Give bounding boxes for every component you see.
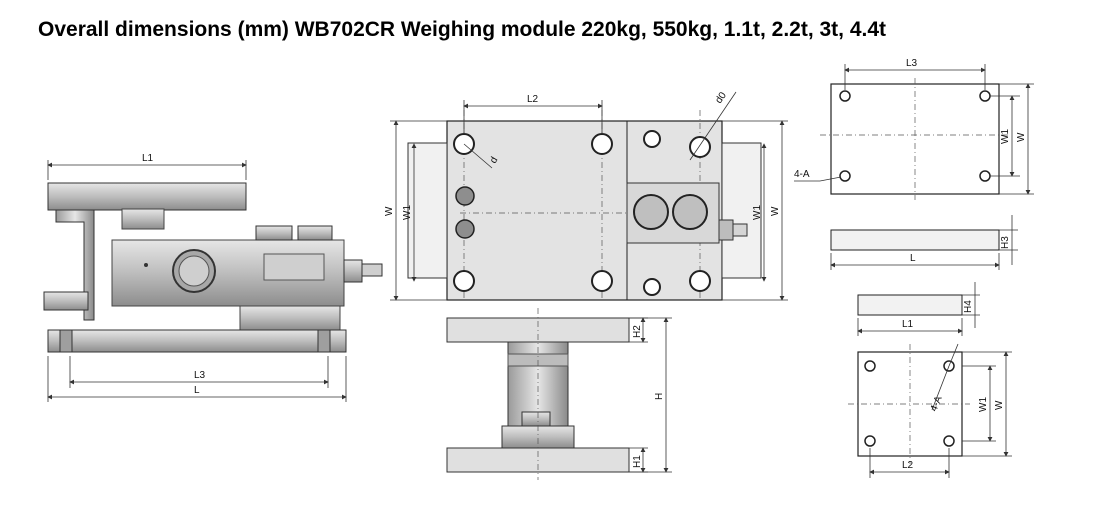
dim-label-H3: H3 [1000, 236, 1011, 249]
side-mount-block [239, 305, 341, 331]
plan-top-hole-1 [839, 90, 851, 102]
dim-label-d0-top: d0 [713, 90, 729, 106]
dim-label-L1-plate: L1 [902, 319, 914, 330]
side-bolt-3 [43, 291, 89, 311]
side-small-dot [144, 263, 148, 267]
right-bottom-plate-plan: 4-A W1 W L2 [848, 343, 1012, 478]
right-top-plate-plan: L3 W1 W 4-A [794, 58, 1034, 200]
plan-bottom-hole-4 [943, 435, 955, 447]
dim-label-H4: H4 [963, 300, 974, 313]
side-view: L1 L3 L [43, 153, 383, 402]
side-top-plate [47, 182, 247, 211]
dim-label-L-plate: L [910, 253, 916, 264]
top-view-hole-5 [643, 130, 661, 148]
dim-label-L2-top: L2 [527, 94, 539, 105]
top-view-hole-6 [643, 278, 661, 296]
top-view-flange-right [721, 142, 762, 279]
dim-label-L3-plan: L3 [906, 58, 918, 69]
side-load-cell-hole-inner [178, 255, 210, 287]
dim-label-d-top: d [488, 155, 500, 165]
right-plate-side-h3: H3 L [830, 215, 1018, 270]
top-view-hole-7 [689, 136, 711, 158]
side-bolt-1 [255, 225, 293, 241]
front-bolt-head [521, 411, 551, 427]
side-cable-gland [343, 259, 363, 283]
side-bottom-plate-edge-right [317, 329, 331, 353]
side-label-plate [263, 253, 325, 281]
dim-label-W1-plan: W1 [1000, 129, 1011, 144]
dim-label-L1-side: L1 [142, 153, 154, 164]
plan-top-hole-3 [839, 170, 851, 182]
top-view-hole-2 [591, 133, 613, 155]
top-view-hole-8 [689, 270, 711, 292]
front-view: H2 H1 H [446, 308, 672, 480]
page-title: Overall dimensions (mm) WB702CR Weighing… [38, 18, 887, 41]
dim-label-H: H [654, 393, 665, 400]
plan-top-hole-4 [979, 170, 991, 182]
dim-label-W1-bottom: W1 [978, 397, 989, 412]
dim-label-W-plan: W [1016, 132, 1027, 142]
dim-label-W-top-left: W [384, 206, 395, 216]
dim-label-W-bottom: W [994, 400, 1005, 410]
right-plate-side-h4: H4 L1 [857, 282, 980, 336]
side-cable [361, 263, 383, 277]
dim-label-W1-top-left: W1 [402, 205, 413, 220]
side-support-block [121, 208, 165, 230]
top-view-cell-bolt-2 [672, 194, 708, 230]
side-bottom-plate [47, 329, 347, 353]
top-view-hole-3 [453, 270, 475, 292]
plan-bottom-hole-3 [864, 435, 876, 447]
plate-side-h4 [857, 294, 963, 316]
dim-label-W1-top-right: W1 [752, 205, 763, 220]
dim-label-H2: H2 [632, 325, 643, 338]
dim-label-H1: H1 [632, 455, 643, 468]
dim-label-L-side: L [194, 385, 200, 396]
top-view: L2 d d0 W W1 W W1 [384, 90, 788, 301]
top-view-cable [732, 223, 748, 237]
plan-top-hole-2 [979, 90, 991, 102]
top-view-cell-bolt-1 [633, 194, 669, 230]
top-view-bolt-2 [455, 219, 475, 239]
plan-bottom-hole-1 [864, 360, 876, 372]
dim-label-L3-side: L3 [194, 370, 206, 381]
top-view-hole-4 [591, 270, 613, 292]
top-view-bolt-1 [455, 186, 475, 206]
plate-side-h3 [830, 229, 1000, 251]
side-bolt-2 [297, 225, 333, 241]
side-bottom-plate-edge-left [59, 329, 73, 353]
dim-label-L2-bottom: L2 [902, 460, 914, 471]
top-view-connector [718, 219, 734, 241]
dim-label-W-top-right: W [770, 206, 781, 216]
dim-label-4A-plan: 4-A [794, 169, 810, 180]
